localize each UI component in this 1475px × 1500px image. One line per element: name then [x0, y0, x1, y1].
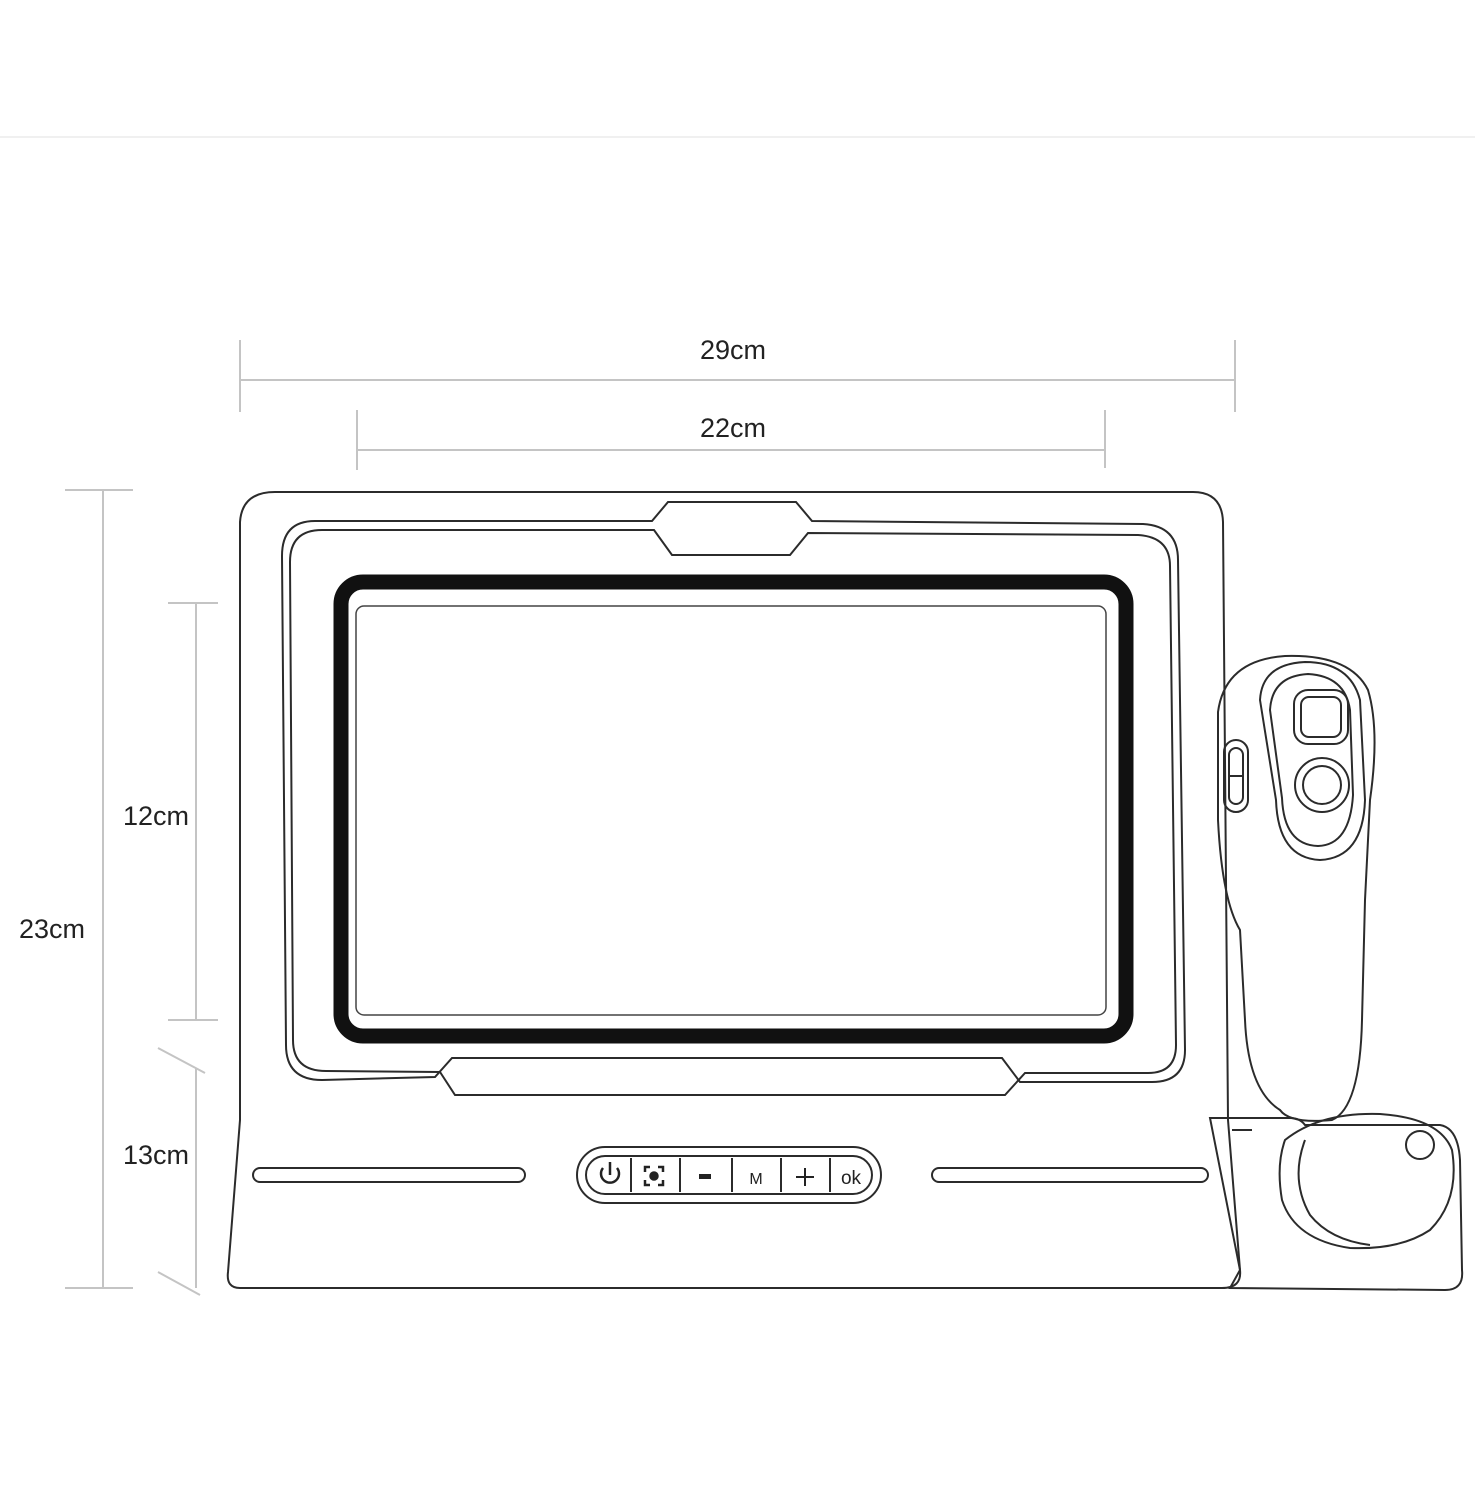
capture-button[interactable]: [632, 1158, 679, 1192]
display-screen: [355, 605, 1107, 1016]
outer-housing: [226, 491, 1242, 1289]
capture-icon: [643, 1165, 665, 1187]
device-body: [226, 491, 1242, 1289]
button-panel-inner: [585, 1155, 873, 1195]
minus-icon: [699, 1174, 711, 1179]
plus-icon: [796, 1168, 814, 1186]
overall-height-label: 23cm: [19, 914, 85, 944]
base-height-tick-bottom: [157, 1271, 201, 1296]
sensor-dome-shading: [1297, 1139, 1371, 1246]
sensor-dome-outer: [1278, 1112, 1455, 1250]
minus-button[interactable]: [681, 1158, 731, 1192]
probe-head-outer: [1258, 660, 1367, 862]
menu-button[interactable]: M: [733, 1158, 780, 1192]
probe-lens-inner: [1302, 765, 1342, 805]
speaker-slot-left: [252, 1167, 526, 1183]
probe-camera-square-inner: [1300, 696, 1342, 738]
button-panel-outer: [576, 1146, 882, 1204]
side-cradle: [1208, 1117, 1464, 1292]
overall-width-label: 29cm: [700, 335, 766, 365]
screen-height-label: 12cm: [123, 801, 189, 831]
sensor-dome: [1278, 1112, 1455, 1250]
dimension-lines: [65, 340, 1236, 1296]
handheld-probe: [1217, 654, 1376, 1122]
probe-body: [1217, 654, 1376, 1122]
cradle-base: [1208, 1117, 1464, 1292]
ok-button-label: ok: [841, 1168, 862, 1189]
probe-side-switch: [1223, 739, 1249, 813]
probe-camera-square: [1293, 689, 1349, 745]
top-band: [0, 0, 1475, 138]
menu-button-label: M: [749, 1171, 762, 1188]
base-height-label: 13cm: [123, 1140, 189, 1170]
sensor-dome-button: [1405, 1130, 1435, 1160]
speaker-slot-right: [931, 1167, 1209, 1183]
plus-button[interactable]: [782, 1158, 829, 1192]
power-icon: [599, 1162, 621, 1184]
base-height-tick-top: [157, 1047, 206, 1074]
ok-button[interactable]: ok: [831, 1158, 871, 1192]
power-button[interactable]: [590, 1158, 630, 1192]
probe-head-inner: [1268, 672, 1355, 848]
probe-lens-outer: [1294, 757, 1350, 813]
screen-frame-inner: [288, 529, 1178, 1096]
screen-width-label: 22cm: [700, 413, 766, 443]
screen-frame-outer: [280, 501, 1187, 1083]
